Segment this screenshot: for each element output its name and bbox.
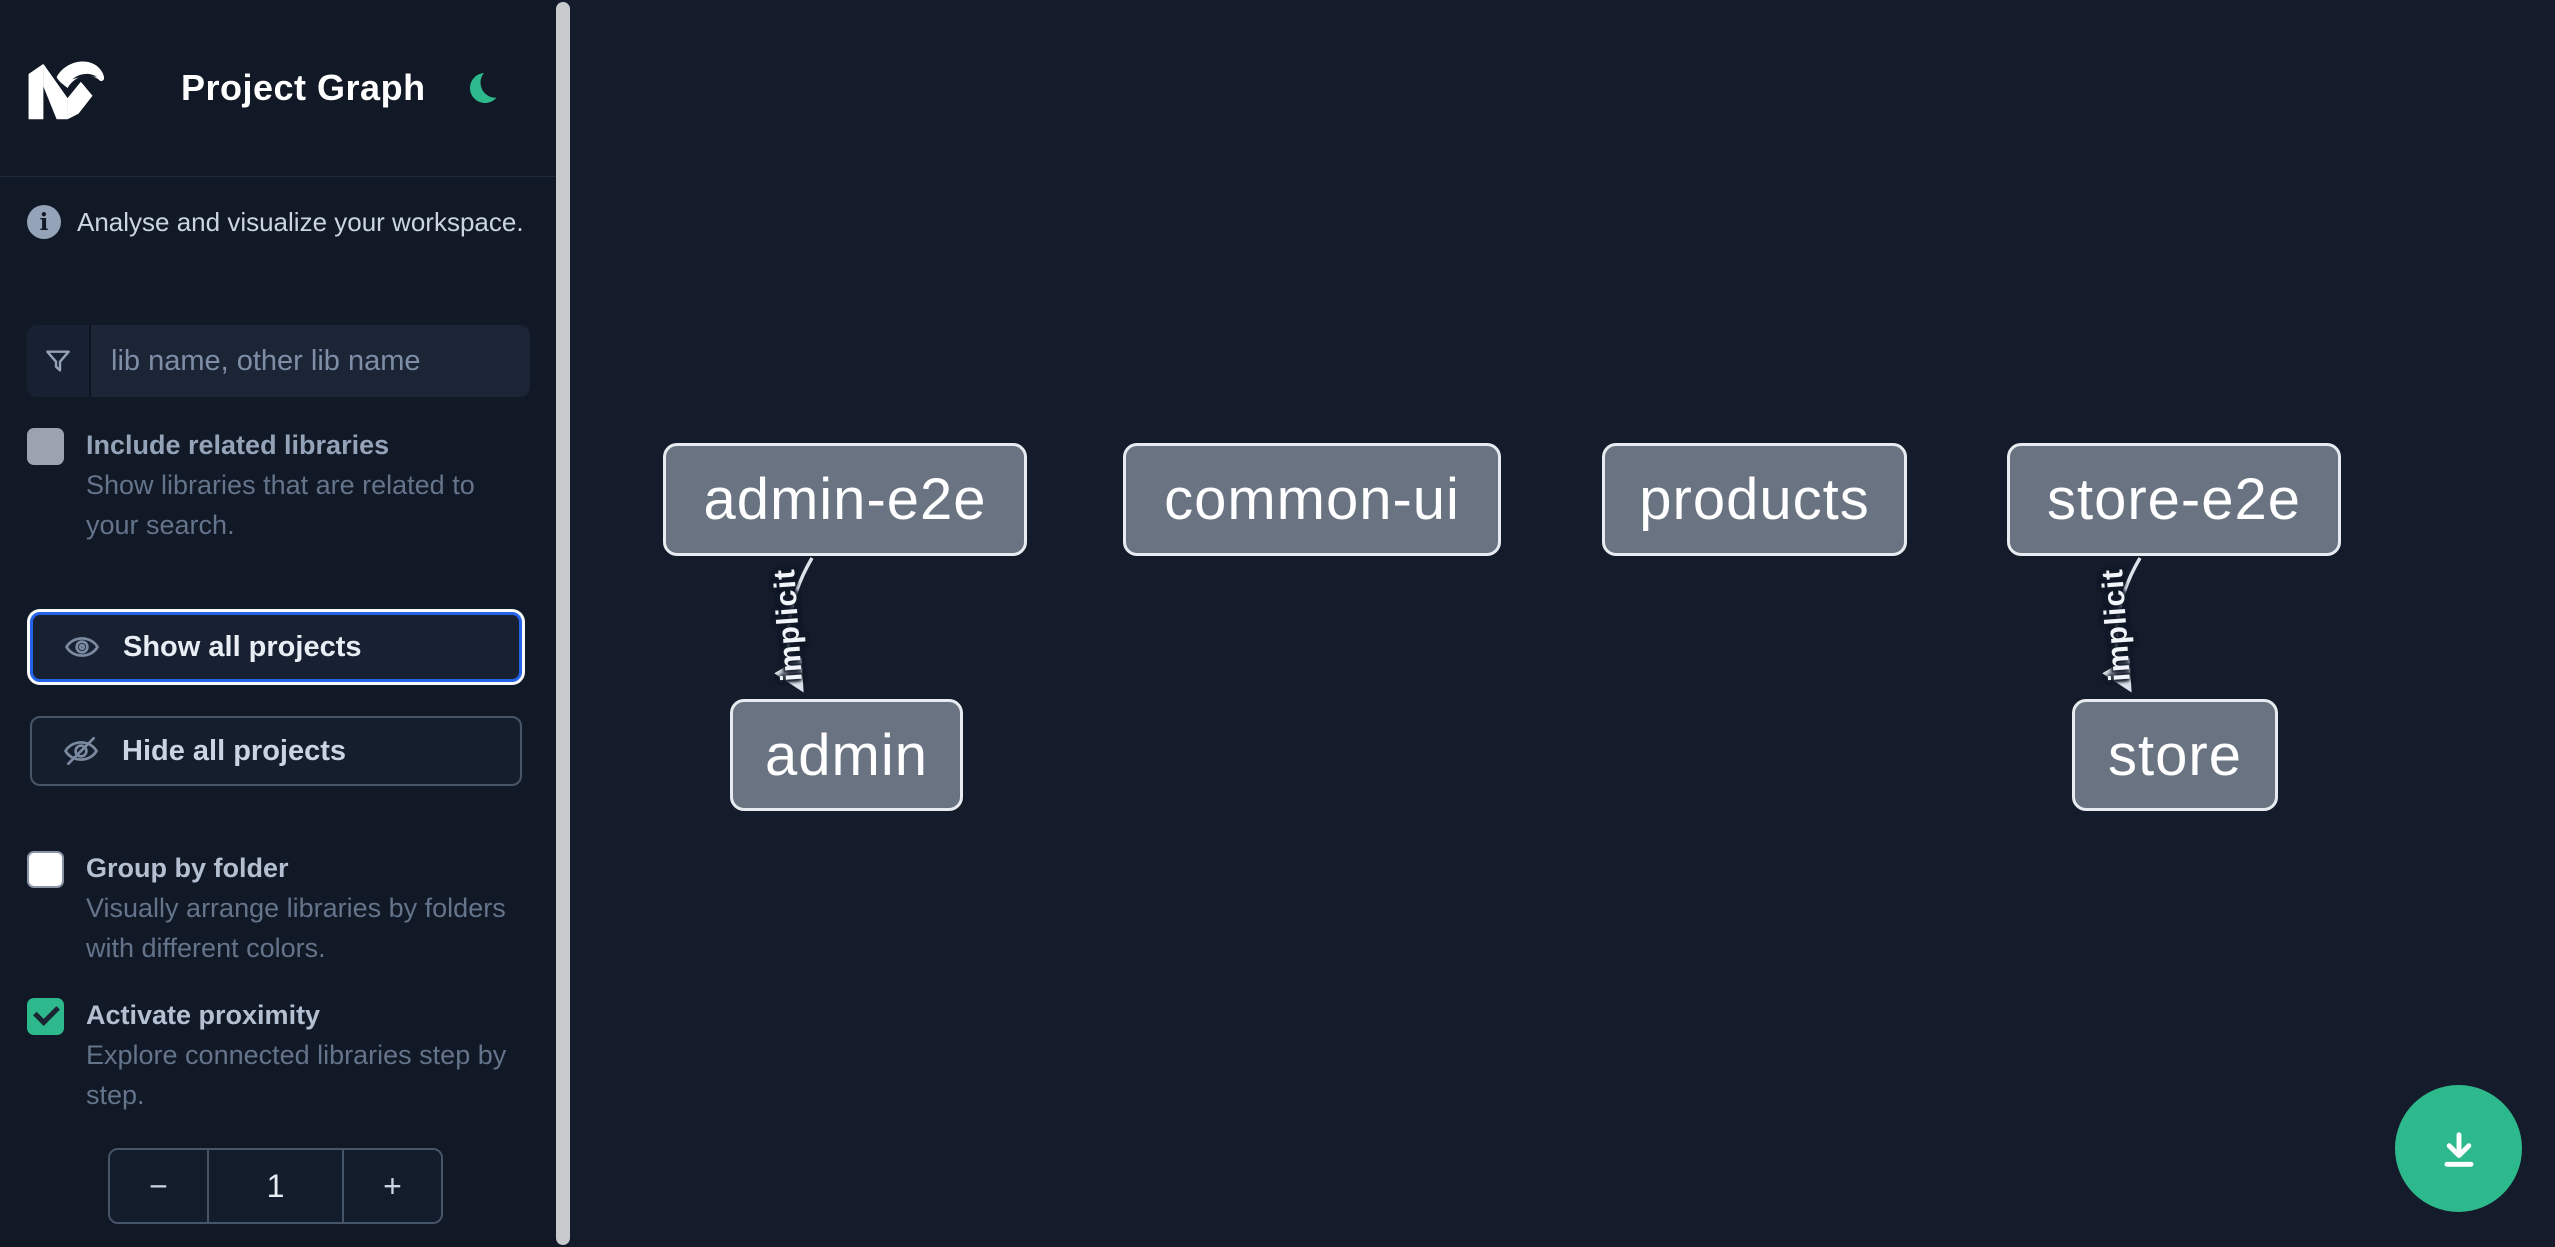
eye-off-icon <box>64 736 98 766</box>
info-icon: i <box>27 205 61 239</box>
sidebar-scrollbar[interactable] <box>556 2 570 1245</box>
activate-proximity-checkbox[interactable] <box>27 998 64 1035</box>
nx-logo-icon <box>28 61 105 120</box>
project-node-store[interactable]: store <box>2072 699 2278 811</box>
library-filter <box>27 325 530 397</box>
theme-toggle-button[interactable] <box>465 68 505 108</box>
moon-icon <box>470 73 497 103</box>
include-related-title: Include related libraries <box>86 430 390 460</box>
option-activate-proximity: Activate proximity Explore connected lib… <box>27 995 532 1115</box>
show-all-projects-button[interactable]: Show all projects <box>30 612 522 682</box>
download-icon <box>2444 1131 2473 1167</box>
activate-proximity-description: Explore connected libraries step by step… <box>86 1040 507 1110</box>
project-node-common-ui[interactable]: common-ui <box>1123 443 1501 556</box>
proximity-depth-value[interactable]: 1 <box>207 1150 344 1222</box>
project-node-admin[interactable]: admin <box>730 699 963 811</box>
edge-store-e2e-store[interactable] <box>2102 557 2142 693</box>
option-group-by-folder: Group by folder Visually arrange librari… <box>27 848 532 968</box>
eye-icon <box>65 637 99 657</box>
group-by-folder-checkbox[interactable] <box>27 851 64 888</box>
increment-button[interactable]: + <box>344 1150 441 1222</box>
search-input[interactable] <box>91 325 530 397</box>
project-node-admin-e2e[interactable]: admin-e2e <box>663 443 1027 556</box>
page-title: Project Graph <box>181 67 426 108</box>
activate-proximity-title: Activate proximity <box>86 1000 321 1030</box>
include-related-checkbox[interactable] <box>27 428 64 465</box>
hide-all-projects-button[interactable]: Hide all projects <box>30 716 522 786</box>
include-related-description: Show libraries that are related to your … <box>86 470 475 540</box>
workspace-tagline: Analyse and visualize your workspace. <box>77 206 524 237</box>
decrement-button[interactable]: − <box>110 1150 207 1222</box>
download-image-button[interactable] <box>2395 1085 2522 1212</box>
sidebar-header: Project Graph <box>0 0 557 177</box>
project-node-products[interactable]: products <box>1602 443 1907 556</box>
group-by-folder-description: Visually arrange libraries by folders wi… <box>86 893 506 963</box>
show-all-projects-label: Show all projects <box>123 630 362 663</box>
option-include-related: Include related libraries Show libraries… <box>27 425 532 545</box>
proximity-depth-stepper: − 1 + <box>108 1148 443 1224</box>
group-by-folder-title: Group by folder <box>86 853 289 883</box>
workspace-tagline-row: i Analyse and visualize your workspace. <box>27 205 527 239</box>
sidebar: Project Graph i Analyse and visualize yo… <box>0 0 557 1247</box>
hide-all-projects-label: Hide all projects <box>122 734 347 767</box>
edge-admin-e2e-admin[interactable] <box>774 557 814 693</box>
filter-funnel-icon <box>27 325 91 397</box>
project-node-store-e2e[interactable]: store-e2e <box>2007 443 2341 556</box>
